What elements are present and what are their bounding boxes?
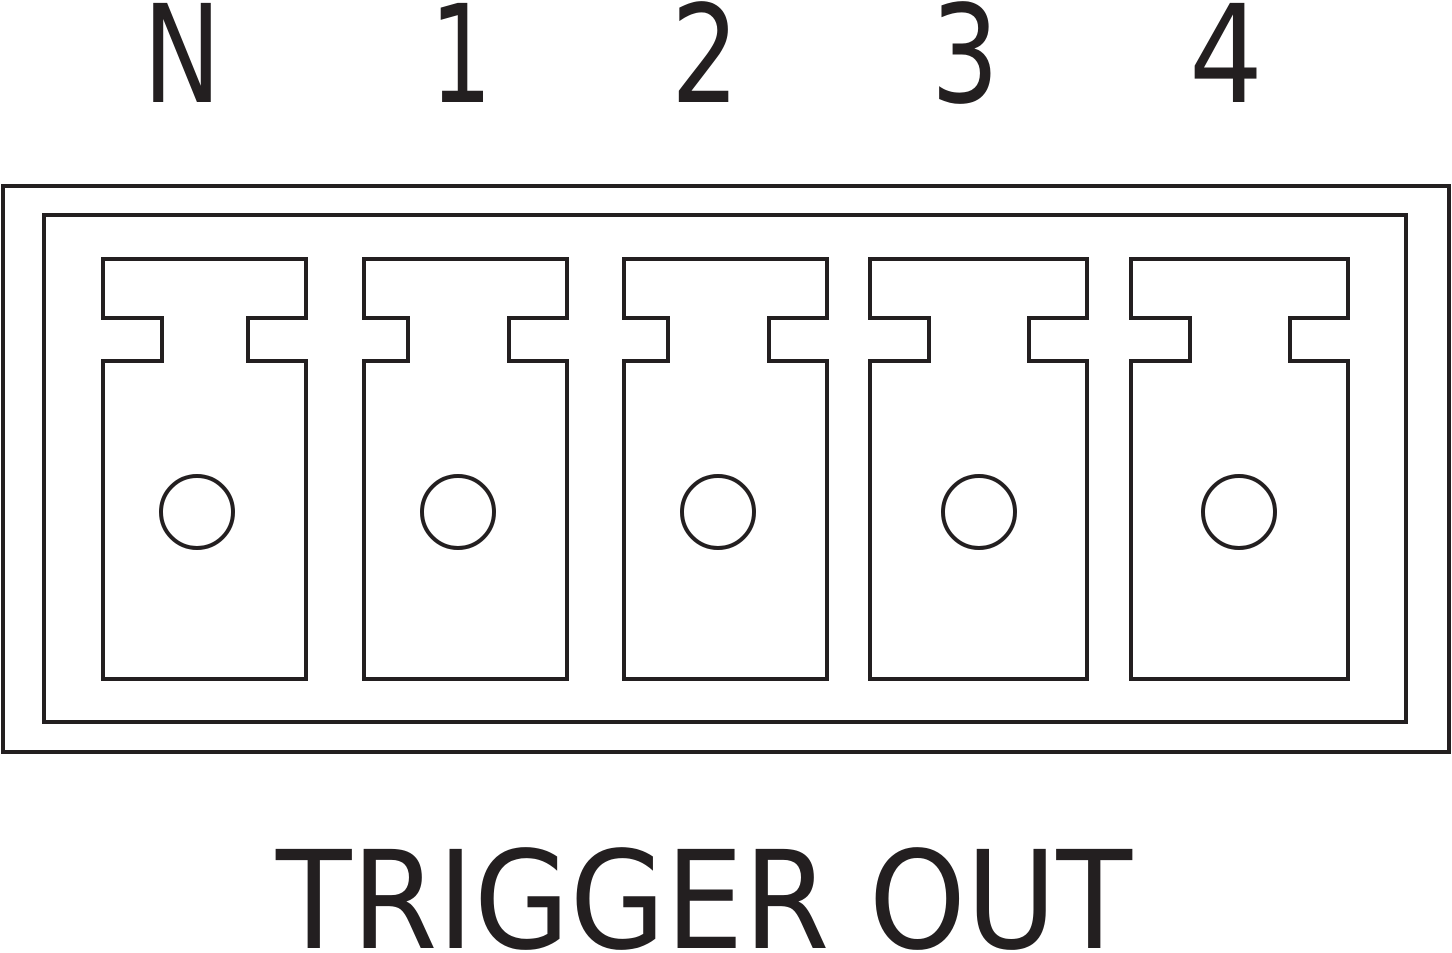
terminal-slot-n — [101, 257, 308, 681]
pin-label-1: 1 — [430, 0, 492, 135]
terminal-slot-3 — [868, 257, 1089, 681]
terminal-slot-2 — [622, 257, 829, 681]
connector-label: TRIGGER OUT — [275, 823, 1133, 953]
terminal-slot-outline — [622, 257, 829, 681]
terminal-slot-1 — [362, 257, 569, 681]
screw-terminal-icon — [420, 474, 496, 550]
terminal-slot-4 — [1129, 257, 1350, 681]
pin-label-4: 4 — [1189, 0, 1263, 135]
screw-terminal-icon — [1201, 474, 1277, 550]
pin-label-2: 2 — [671, 0, 739, 135]
terminal-slot-outline — [1129, 257, 1350, 681]
connector-inner-frame — [42, 213, 1408, 724]
screw-terminal-icon — [680, 474, 756, 550]
connector-outer-housing — [1, 184, 1451, 754]
terminal-slot-outline — [868, 257, 1089, 681]
screw-terminal-icon — [159, 474, 235, 550]
terminal-slot-outline — [101, 257, 308, 681]
pin-label-n: N — [143, 0, 221, 135]
pin-label-3: 3 — [931, 0, 999, 135]
screw-terminal-icon — [941, 474, 1017, 550]
terminal-slot-outline — [362, 257, 569, 681]
